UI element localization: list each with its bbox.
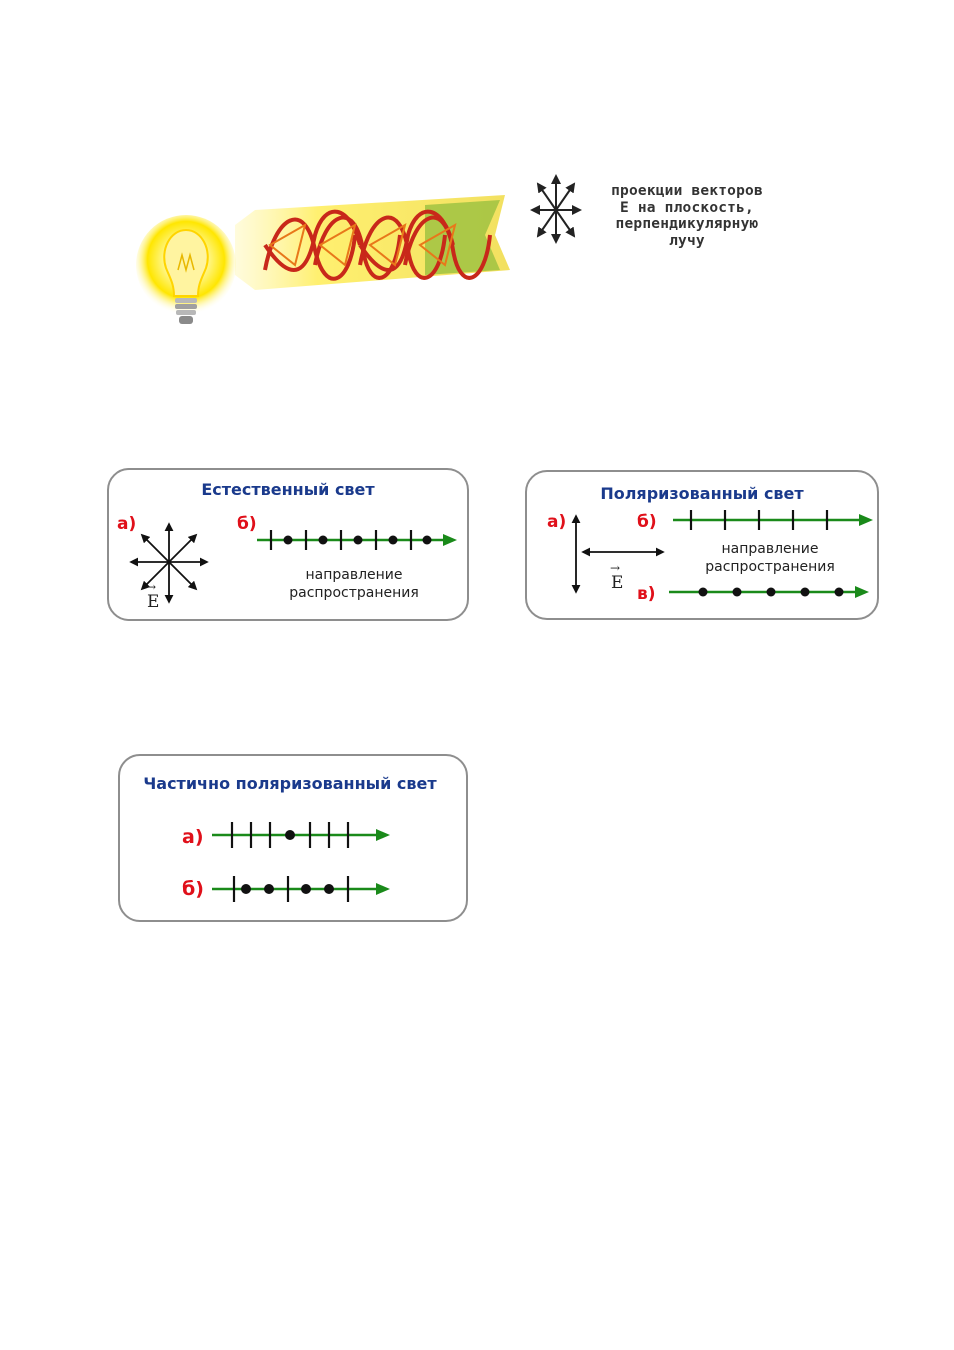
e-vector-star	[129, 522, 209, 604]
label-b: б)	[637, 512, 657, 532]
propagation-line-ticks	[673, 510, 873, 530]
label-v: в)	[637, 584, 656, 604]
direction-note: направление распространения	[685, 540, 855, 576]
light-beam-spiral	[235, 195, 510, 290]
propagation-line-a	[212, 822, 390, 848]
partially-polarized-panel: Частично поляризованный свет а) б)	[118, 754, 468, 922]
caption-line: Е на плоскость,	[620, 199, 754, 216]
caption-line: проекции векторов	[611, 183, 763, 199]
polarized-light-panel: Поляризованный свет а) б) в) E направлен…	[525, 470, 879, 620]
label-b: б)	[182, 878, 204, 900]
vector-star-icon	[530, 174, 582, 244]
label-b: б)	[237, 514, 257, 534]
light-bulb-icon	[136, 215, 236, 324]
e-vector-label: E	[146, 580, 159, 612]
direction-line: распространения	[705, 559, 835, 575]
panel-title: Поляризованный свет	[600, 484, 804, 503]
e-vector-label: E	[610, 561, 623, 593]
caption-line: лучу	[669, 232, 705, 249]
label-a: а)	[182, 826, 204, 848]
direction-line: направление	[305, 567, 403, 583]
label-a: а)	[547, 512, 567, 532]
propagation-line-dots	[669, 586, 869, 598]
direction-note: направление распространения	[269, 566, 439, 602]
natural-light-panel: Естественный свет а) б) E	[107, 468, 469, 621]
propagation-line-b	[212, 876, 390, 902]
projection-caption: проекции векторов Е на плоскость, перпен…	[592, 183, 782, 249]
panel-title: Частично поляризованный свет	[143, 774, 437, 793]
e-vector-cross	[571, 514, 665, 594]
direction-line: направление	[721, 541, 819, 557]
label-a: а)	[117, 514, 137, 534]
propagation-line	[257, 530, 457, 550]
caption-line: перпендикулярную	[615, 216, 759, 232]
direction-line: распространения	[289, 585, 419, 601]
panel-title: Естественный свет	[201, 480, 375, 499]
